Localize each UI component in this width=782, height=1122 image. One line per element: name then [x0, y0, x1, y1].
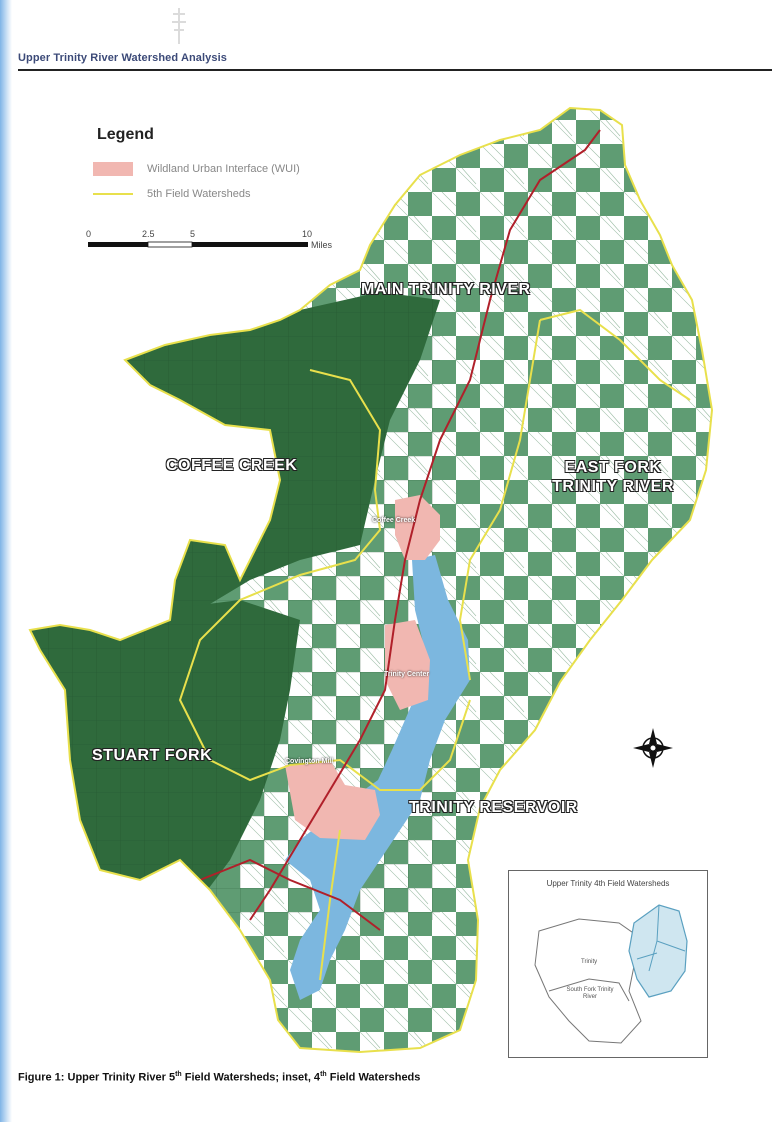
- inset-label-trinity: Trinity: [581, 959, 598, 965]
- wui-trinity-center: [385, 620, 430, 710]
- legend-item-watersheds: 5th Field Watersheds: [93, 185, 251, 203]
- scale-tick-10: 10: [302, 229, 313, 239]
- scale-unit: Miles: [311, 240, 333, 250]
- scale-tick-0: 0: [86, 229, 92, 239]
- scale-tick-2-5: 2.5: [142, 229, 155, 239]
- roads: [199, 129, 601, 931]
- inset-map: Upper Trinity 4th Field Watersheds Trini…: [508, 870, 708, 1058]
- scale-bar: [88, 241, 308, 248]
- caption-sup-2: th: [320, 1071, 327, 1078]
- wui-covington-mill: [285, 760, 380, 840]
- compass-rose-icon: [633, 728, 673, 768]
- legend-label-watersheds: 5th Field Watersheds: [147, 188, 251, 200]
- inset-label-south-fork: South Fork Trinity River: [566, 987, 614, 1000]
- legend-title: Legend: [97, 126, 154, 143]
- caption-part-1: Figure 1: Upper Trinity River 5: [18, 1071, 176, 1084]
- town-coffee-creek: Coffee Creek: [372, 517, 416, 524]
- watershed-line-swatch: [93, 193, 133, 195]
- caption-part-2: Field Watersheds; inset, 4: [181, 1071, 321, 1084]
- inset-title: Upper Trinity 4th Field Watersheds: [546, 879, 670, 888]
- legend-item-wui: Wildland Urban Interface (WUI): [93, 160, 300, 178]
- wui-swatch: [93, 162, 133, 176]
- town-covington-mill: Covington Mill: [285, 758, 334, 765]
- page-edge-strip: [0, 0, 12, 1122]
- header-rule: [18, 69, 772, 71]
- legend-label-wui: Wildland Urban Interface (WUI): [147, 163, 300, 175]
- header-emblem-icon: [172, 8, 186, 44]
- document-header-title: Upper Trinity River Watershed Analysis: [18, 52, 227, 64]
- wui-coffee-creek: [395, 495, 440, 560]
- label-coffee-creek: COFFEE CREEK: [166, 457, 298, 474]
- label-east-fork-trinity-river: EAST FORK TRINITY RIVER: [552, 459, 674, 495]
- inset-map-shapes: [534, 904, 688, 1044]
- label-trinity-reservoir: TRINITY RESERVOIR: [409, 799, 578, 816]
- caption-part-3: Field Watersheds: [326, 1071, 421, 1084]
- town-trinity-center: Trinity Center: [384, 671, 430, 678]
- label-main-trinity-river: MAIN TRINITY RIVER: [361, 281, 531, 298]
- caption-sup-1: th: [175, 1071, 182, 1078]
- scale-tick-5: 5: [190, 229, 196, 239]
- figure-caption: Figure 1: Upper Trinity River 5th Field …: [18, 1071, 420, 1084]
- watershed-boundaries: [178, 308, 691, 981]
- label-stuart-fork: STUART FORK: [92, 747, 213, 764]
